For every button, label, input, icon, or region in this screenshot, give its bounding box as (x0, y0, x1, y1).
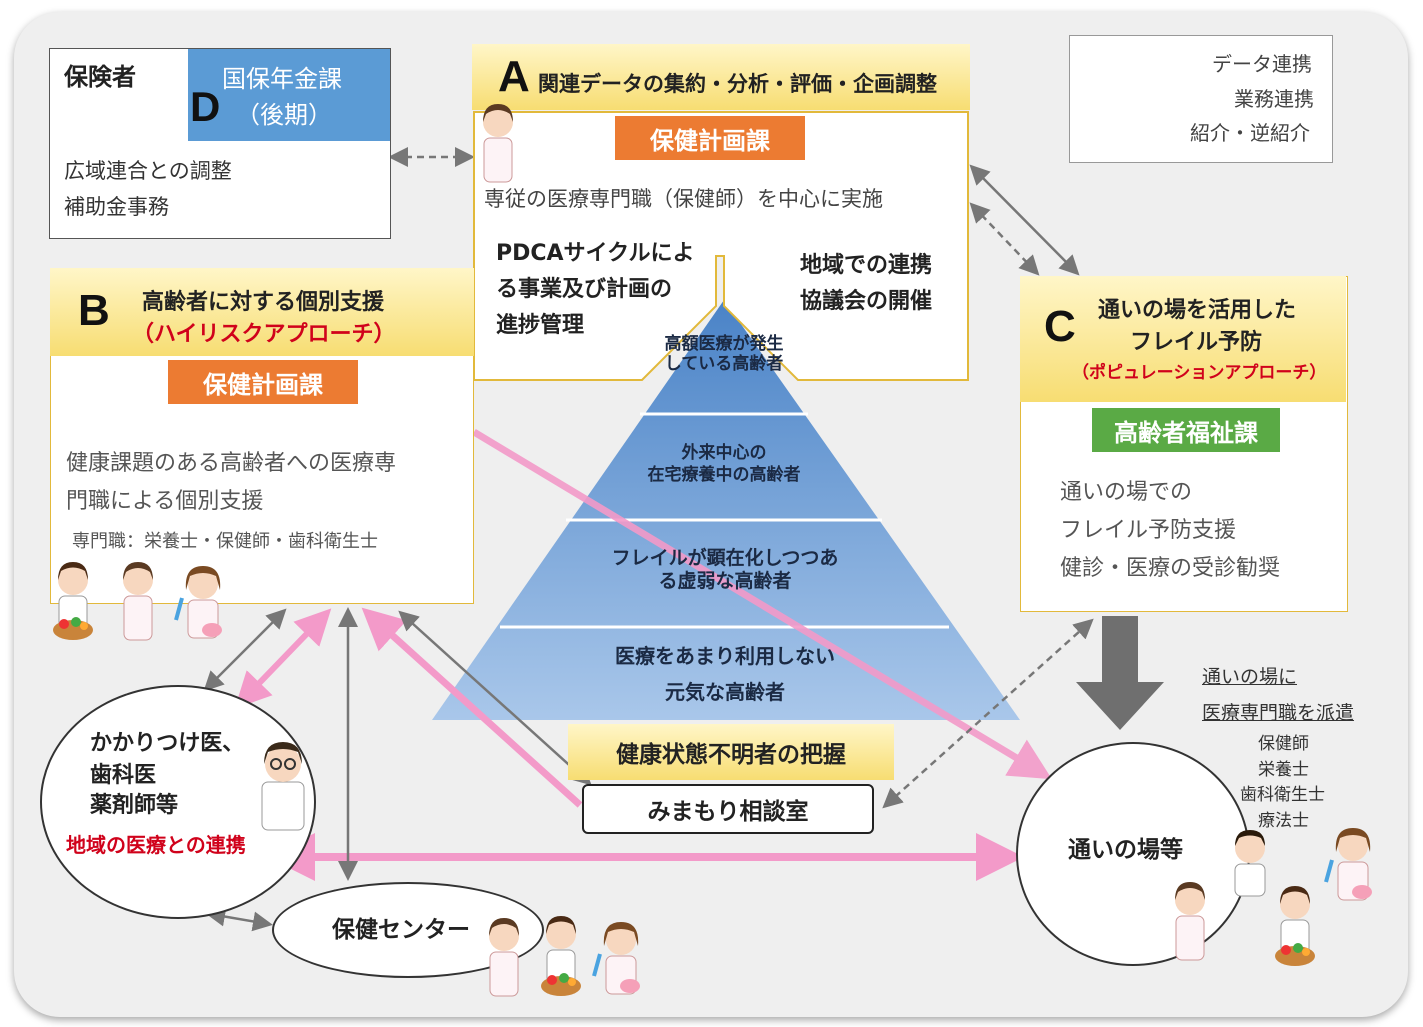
box-b-title-line2: （ハイリスクアプローチ） (132, 322, 396, 347)
health-center-label: 保健センター (332, 917, 470, 943)
pdca-line2: る事業及び計画の (496, 277, 673, 302)
legend: データ連携 業務連携 紹介・逆紹介 (1069, 35, 1333, 163)
box-a-title: 関連データの集約・分析・評価・企画調整 (538, 72, 937, 96)
dispatch-line2: 医療専門職を派遣 (1202, 702, 1355, 724)
tier-3-line1: フレイルが顕在化しつつあ (611, 547, 839, 569)
dispatch-staff3: 歯科衛生士 (1240, 785, 1325, 805)
doctor-line3: 薬剤師等 (90, 793, 179, 818)
dept-d-line2: （後期） (236, 101, 332, 129)
dept-label-b: 保健計画課 (168, 360, 358, 404)
tier-2-line1: 外来中心の (681, 443, 767, 463)
place-nutritionist-icon (1275, 886, 1315, 966)
kayoi-place-label: 通いの場等 (1068, 837, 1183, 863)
box-c-title-line3: （ポピュレーションアプローチ） (1072, 363, 1327, 383)
doctor-line2: 歯科医 (90, 763, 157, 788)
letter-d: D (190, 83, 221, 130)
letter-c: C (1044, 302, 1076, 351)
nurse-icon (483, 104, 513, 183)
dispatch-staff1: 保健師 (1258, 734, 1309, 754)
box-c-title-line1: 通いの場を活用した (1098, 298, 1297, 323)
tier-2: 外来中心の 在宅療養中の高齢者 (600, 442, 848, 486)
letter-b: B (78, 286, 110, 335)
box-c-desc-line3: 健診・医療の受診勧奨 (1060, 556, 1281, 581)
box-d: 保険者 D 国保年金課 （後期） 広域連合との調整 補助金事務 (49, 48, 391, 239)
consult-room: みまもり相談室 (582, 784, 874, 834)
box-b-staff: 専門職：栄養士・保健師・歯科衛生士 (72, 531, 378, 552)
council-line1: 地域での連携 (800, 253, 933, 278)
tier-1-line1: 高額医療が発生 (664, 334, 784, 354)
dispatch-staff2: 栄養士 (1258, 760, 1309, 780)
tier-1-line2: している高齢者 (664, 354, 784, 374)
tier-2-line2: 在宅療養中の高齢者 (647, 465, 801, 485)
doctor-link: 地域の医療との連携 (66, 833, 246, 857)
dispatch-staff4: 療法士 (1258, 811, 1309, 831)
nutritionist-icon (53, 562, 93, 640)
legend-data-link: データ連携 (1212, 52, 1312, 76)
doctor-icon (261, 742, 305, 831)
dental-hygienist-icon (174, 566, 222, 639)
dispatch-line1: 通いの場に (1202, 666, 1298, 688)
tier-3: フレイルが顕在化しつつあ る虚弱な高齢者 (560, 547, 890, 593)
doctor-circle: かかりつけ医、 歯科医 薬剤師等 地域の医療との連携 (40, 685, 316, 919)
center-nurse-icon (489, 918, 519, 997)
doctor-line1: かかりつけ医、 (90, 731, 245, 756)
center-nutritionist-icon (541, 916, 581, 996)
box-c-title-line2: フレイル予防 (1130, 330, 1263, 355)
kayoi-place-circle: 通いの場等 (1016, 742, 1250, 966)
box-c-desc-line1: 通いの場での (1060, 480, 1193, 505)
therapist-icon (1234, 830, 1266, 897)
legend-business-link: 業務連携 (1234, 87, 1314, 111)
box-a-frame (473, 111, 969, 381)
dispatch-arrow (1076, 616, 1164, 730)
legend-referral: 紹介・逆紹介 (1190, 121, 1310, 145)
dept-header-d: D 国保年金課 （後期） (188, 49, 390, 141)
box-c-header: C 通いの場を活用した フレイル予防 （ポピュレーションアプローチ） (1020, 276, 1346, 402)
box-a-subtitle: 専従の医療専門職（保健師）を中心に実施 (484, 187, 883, 211)
box-b-title-line1: 高齢者に対する個別支援 (142, 290, 385, 315)
dept-d-line1: 国保年金課 (222, 65, 342, 93)
dept-label-c: 高齢者福祉課 (1092, 408, 1280, 452)
unknown-health-label: 健康状態不明者の把握 (568, 724, 894, 780)
task-2: 補助金事務 (64, 195, 169, 219)
insurer-label: 保険者 (64, 63, 136, 91)
tier-4-line2: 元気な高齢者 (665, 680, 785, 704)
letter-a: A (498, 52, 530, 101)
box-b-header: B 高齢者に対する個別支援 （ハイリスクアプローチ） (50, 268, 474, 356)
center-dental-icon (592, 922, 640, 995)
tier-3-line2: る虚弱な高齢者 (658, 570, 792, 592)
place-dental-icon (1324, 828, 1372, 901)
box-b-desc-line1: 健康課題のある高齢者への医療専 (66, 451, 397, 476)
dept-label-a: 保健計画課 (615, 116, 805, 160)
tier-4: 医療をあまり利用しない 元気な高齢者 (560, 638, 890, 710)
place-nurse-icon (1175, 882, 1205, 961)
box-b-desc-line2: 門職による個別支援 (66, 489, 264, 514)
tier-1: 高額医療が発生 している高齢者 (644, 334, 804, 374)
council-line2: 協議会の開催 (800, 289, 933, 314)
pdca-line3: 進捗管理 (496, 313, 585, 338)
pdca-line1: PDCAサイクルによ (496, 241, 695, 266)
public-health-nurse-icon (123, 562, 153, 641)
task-1: 広域連合との調整 (64, 159, 232, 183)
tier-4-line1: 医療をあまり利用しない (615, 644, 835, 668)
box-c-desc-line2: フレイル予防支援 (1060, 518, 1237, 543)
box-a-header: A 関連データの集約・分析・評価・企画調整 (472, 44, 970, 110)
